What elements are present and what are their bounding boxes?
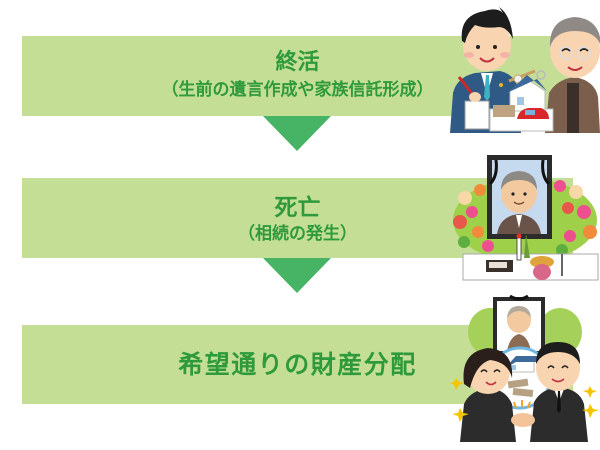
handshake-icon [450,294,599,442]
down-arrow-icon [263,258,331,293]
step-title-shukatsu: 終活 [275,50,320,75]
down-arrow-icon [263,116,331,151]
step-title-distribution: 希望通りの財産分配 [178,350,417,379]
step-subtitle-death: （相続の発生） [238,224,357,244]
estate-planning-icon [450,7,600,133]
step-title-death: 死亡 [274,195,321,221]
inheritance-handshake-illustration [450,292,600,442]
estate-planning-illustration [445,5,600,135]
step-subtitle-shukatsu: （生前の遺言作成や家族信託形成） [161,80,434,100]
funeral-portrait-icon [453,155,599,281]
funeral-altar-illustration [450,150,600,282]
